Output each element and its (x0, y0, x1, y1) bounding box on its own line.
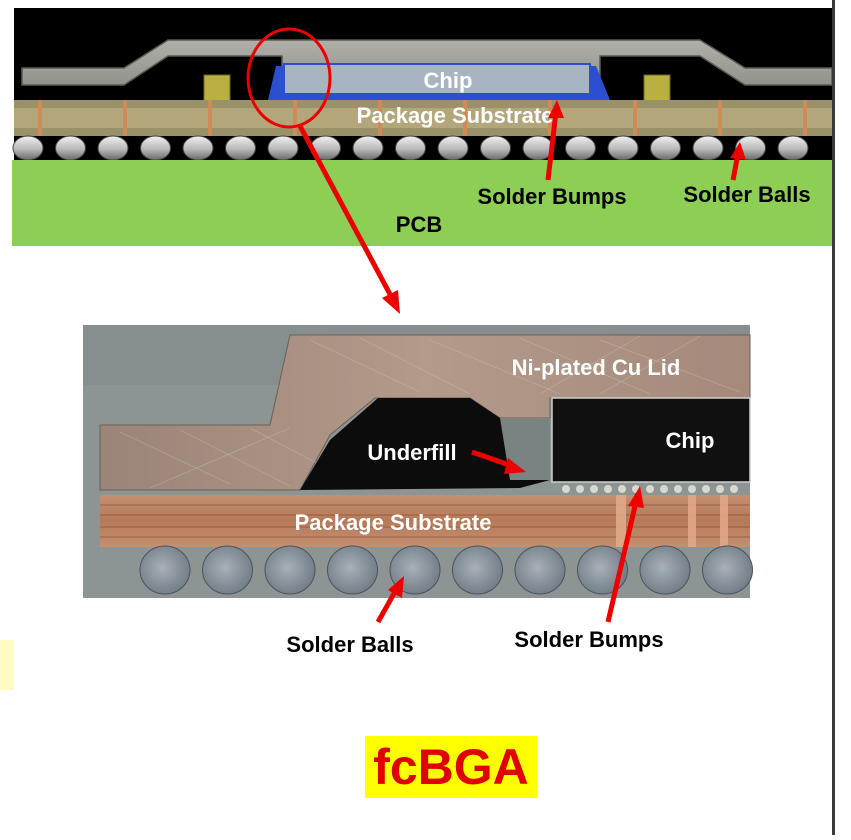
substrate-via (633, 100, 637, 136)
photo-substrate-label: Package Substrate (295, 510, 492, 535)
arrow-underfill (471, 449, 513, 469)
solder-ball (182, 135, 214, 161)
left-highlight-tab (0, 640, 14, 690)
arrow-solder-balls-bottom (375, 588, 399, 624)
solder-bump (576, 485, 584, 493)
photo-solder-ball (514, 545, 566, 595)
arrow-head-underfill (504, 458, 526, 474)
solder-ball (650, 135, 681, 161)
solder-ball (140, 135, 171, 161)
lid-texture (119, 335, 741, 489)
photo-chip (551, 397, 751, 483)
substrate-core-top (14, 108, 832, 128)
right-border-bar (832, 0, 851, 835)
solder-ball (777, 135, 809, 161)
diagram-title: fcBGA (373, 739, 529, 795)
solder-bumps-label: Solder Bumps (477, 184, 626, 209)
photo-solder-ball (639, 545, 691, 595)
bottom-solder-balls-label: Solder Balls (286, 632, 413, 657)
top-cross-section: Chip Package Substrate Solder Bumps Sold… (12, 8, 834, 314)
photo-solder-ball (702, 545, 753, 595)
zoom-arrow (297, 124, 395, 300)
solder-ball (480, 135, 511, 161)
solder-balls-row (12, 135, 809, 161)
photo-underfill (300, 398, 550, 490)
stiffener-left (203, 74, 231, 102)
photo-lid-label: Ni-plated Cu Lid (512, 355, 681, 380)
solder-ball (352, 135, 384, 161)
arrow-head-bumps-top (548, 100, 564, 118)
arrow-head-balls-bottom (388, 576, 404, 598)
solder-bump (674, 485, 682, 493)
photo-solder-bumps-row (562, 485, 738, 493)
solder-bump (562, 485, 570, 493)
bottom-annotations: Solder Balls Solder Bumps (286, 486, 664, 657)
solder-bump (702, 485, 710, 493)
photo-solder-ball (202, 545, 253, 595)
photo-solder-balls-row (139, 545, 753, 595)
solder-bump (618, 485, 626, 493)
solder-ball (267, 135, 299, 161)
arrow-head-bumps-bottom (628, 486, 644, 508)
stiffener-right (643, 74, 671, 102)
solder-bump (646, 485, 654, 493)
photo-cross-section: Ni-plated Cu Lid Underfill Chip Package … (83, 325, 753, 598)
zoom-arrow-head (382, 290, 400, 314)
solder-ball (395, 135, 426, 161)
pcb-board (12, 160, 834, 246)
solder-ball (692, 135, 724, 161)
substrate-via (463, 100, 467, 136)
photo-underfill-label: Underfill (367, 440, 456, 465)
chip-die (283, 63, 591, 95)
photo-solder-ball (452, 545, 503, 595)
solder-bump (660, 485, 668, 493)
solder-bump (688, 485, 696, 493)
photo-chip-label: Chip (666, 428, 715, 453)
solder-balls-label: Solder Balls (683, 182, 810, 207)
solder-bump (604, 485, 612, 493)
solder-ball (607, 135, 639, 161)
substrate-via (378, 100, 382, 136)
solder-ball (225, 135, 256, 161)
zoom-circle (246, 27, 332, 129)
title-highlight: fcBGA (365, 736, 537, 798)
substrate-via (38, 100, 42, 136)
arrow-head-balls-top (730, 142, 746, 160)
bottom-solder-bumps-label: Solder Bumps (514, 627, 663, 652)
substrate-via (123, 100, 127, 136)
substrate-via (803, 100, 807, 136)
substrate-via (293, 100, 297, 136)
solder-ball (55, 135, 86, 161)
solder-ball (437, 135, 469, 161)
photo-arrows (471, 449, 526, 474)
photo-solder-ball (264, 545, 316, 595)
solder-bump (730, 485, 738, 493)
substrate-via (208, 100, 212, 136)
substrate-via (718, 100, 722, 136)
arrow-solder-bumps-top (545, 111, 559, 181)
solder-ball (97, 135, 129, 161)
photo-solder-ball (139, 545, 191, 595)
solder-ball (12, 135, 44, 161)
solder-bump (716, 485, 724, 493)
chip-label: Chip (424, 68, 473, 93)
package-substrate-label: Package Substrate (357, 103, 554, 128)
substrate-photo-vias (616, 495, 728, 547)
arrow-solder-bumps-bottom (605, 501, 639, 623)
top-arrows (545, 100, 746, 181)
solder-bump (590, 485, 598, 493)
photo-solder-ball (327, 545, 378, 595)
pcb-label: PCB (396, 212, 442, 237)
solder-ball (565, 135, 596, 161)
